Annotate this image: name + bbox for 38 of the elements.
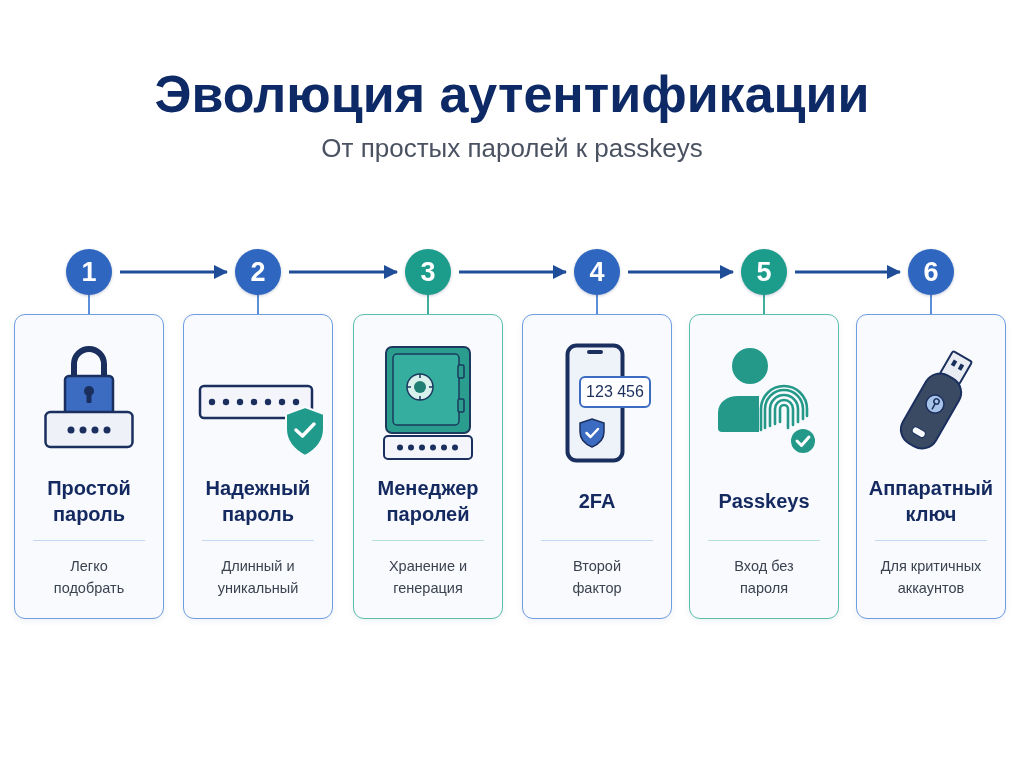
arrow bbox=[459, 265, 567, 279]
card-heading: Passkeys bbox=[718, 489, 810, 514]
card-description: Хранение и генерация bbox=[387, 557, 469, 598]
card-description: Легко подобрать bbox=[52, 557, 126, 598]
step-card bbox=[856, 314, 1006, 619]
connector-line bbox=[257, 294, 259, 315]
step-number-circle: 4 bbox=[574, 249, 620, 295]
step-number-circle: 6 bbox=[908, 249, 954, 295]
connector-line bbox=[930, 294, 932, 315]
step-card bbox=[14, 314, 164, 619]
card-description: Вход без пароля bbox=[733, 557, 795, 598]
card-description: Длинный и уникальный bbox=[216, 557, 300, 598]
connector-line bbox=[596, 294, 598, 315]
verification-code: 123 456 bbox=[579, 376, 651, 408]
step-card bbox=[689, 314, 839, 619]
step-number-circle: 2 bbox=[235, 249, 281, 295]
step-card bbox=[353, 314, 503, 619]
card-heading: Аппаратный ключ bbox=[867, 476, 995, 527]
card-description: Для критичных аккаунтов bbox=[879, 557, 983, 598]
card-description: Второй фактор bbox=[571, 557, 623, 598]
arrow bbox=[120, 265, 228, 279]
connector-line bbox=[88, 294, 90, 315]
step-card bbox=[522, 314, 672, 619]
card-heading: Надежный пароль bbox=[204, 476, 312, 527]
card-heading: 2FA bbox=[578, 489, 616, 514]
step-number-circle: 1 bbox=[66, 249, 112, 295]
step-card bbox=[183, 314, 333, 619]
connector-line bbox=[427, 294, 429, 315]
step-number-circle: 5 bbox=[741, 249, 787, 295]
card-heading: Менеджер паролей bbox=[376, 476, 480, 527]
title: Эволюция аутентификации bbox=[154, 64, 870, 124]
subtitle: От простых паролей к passkeys bbox=[321, 132, 703, 164]
card-heading: Простой пароль bbox=[46, 476, 132, 527]
arrow bbox=[289, 265, 398, 279]
arrow bbox=[628, 265, 734, 279]
arrow bbox=[795, 265, 901, 279]
connector-line bbox=[763, 294, 765, 315]
step-number-circle: 3 bbox=[405, 249, 451, 295]
